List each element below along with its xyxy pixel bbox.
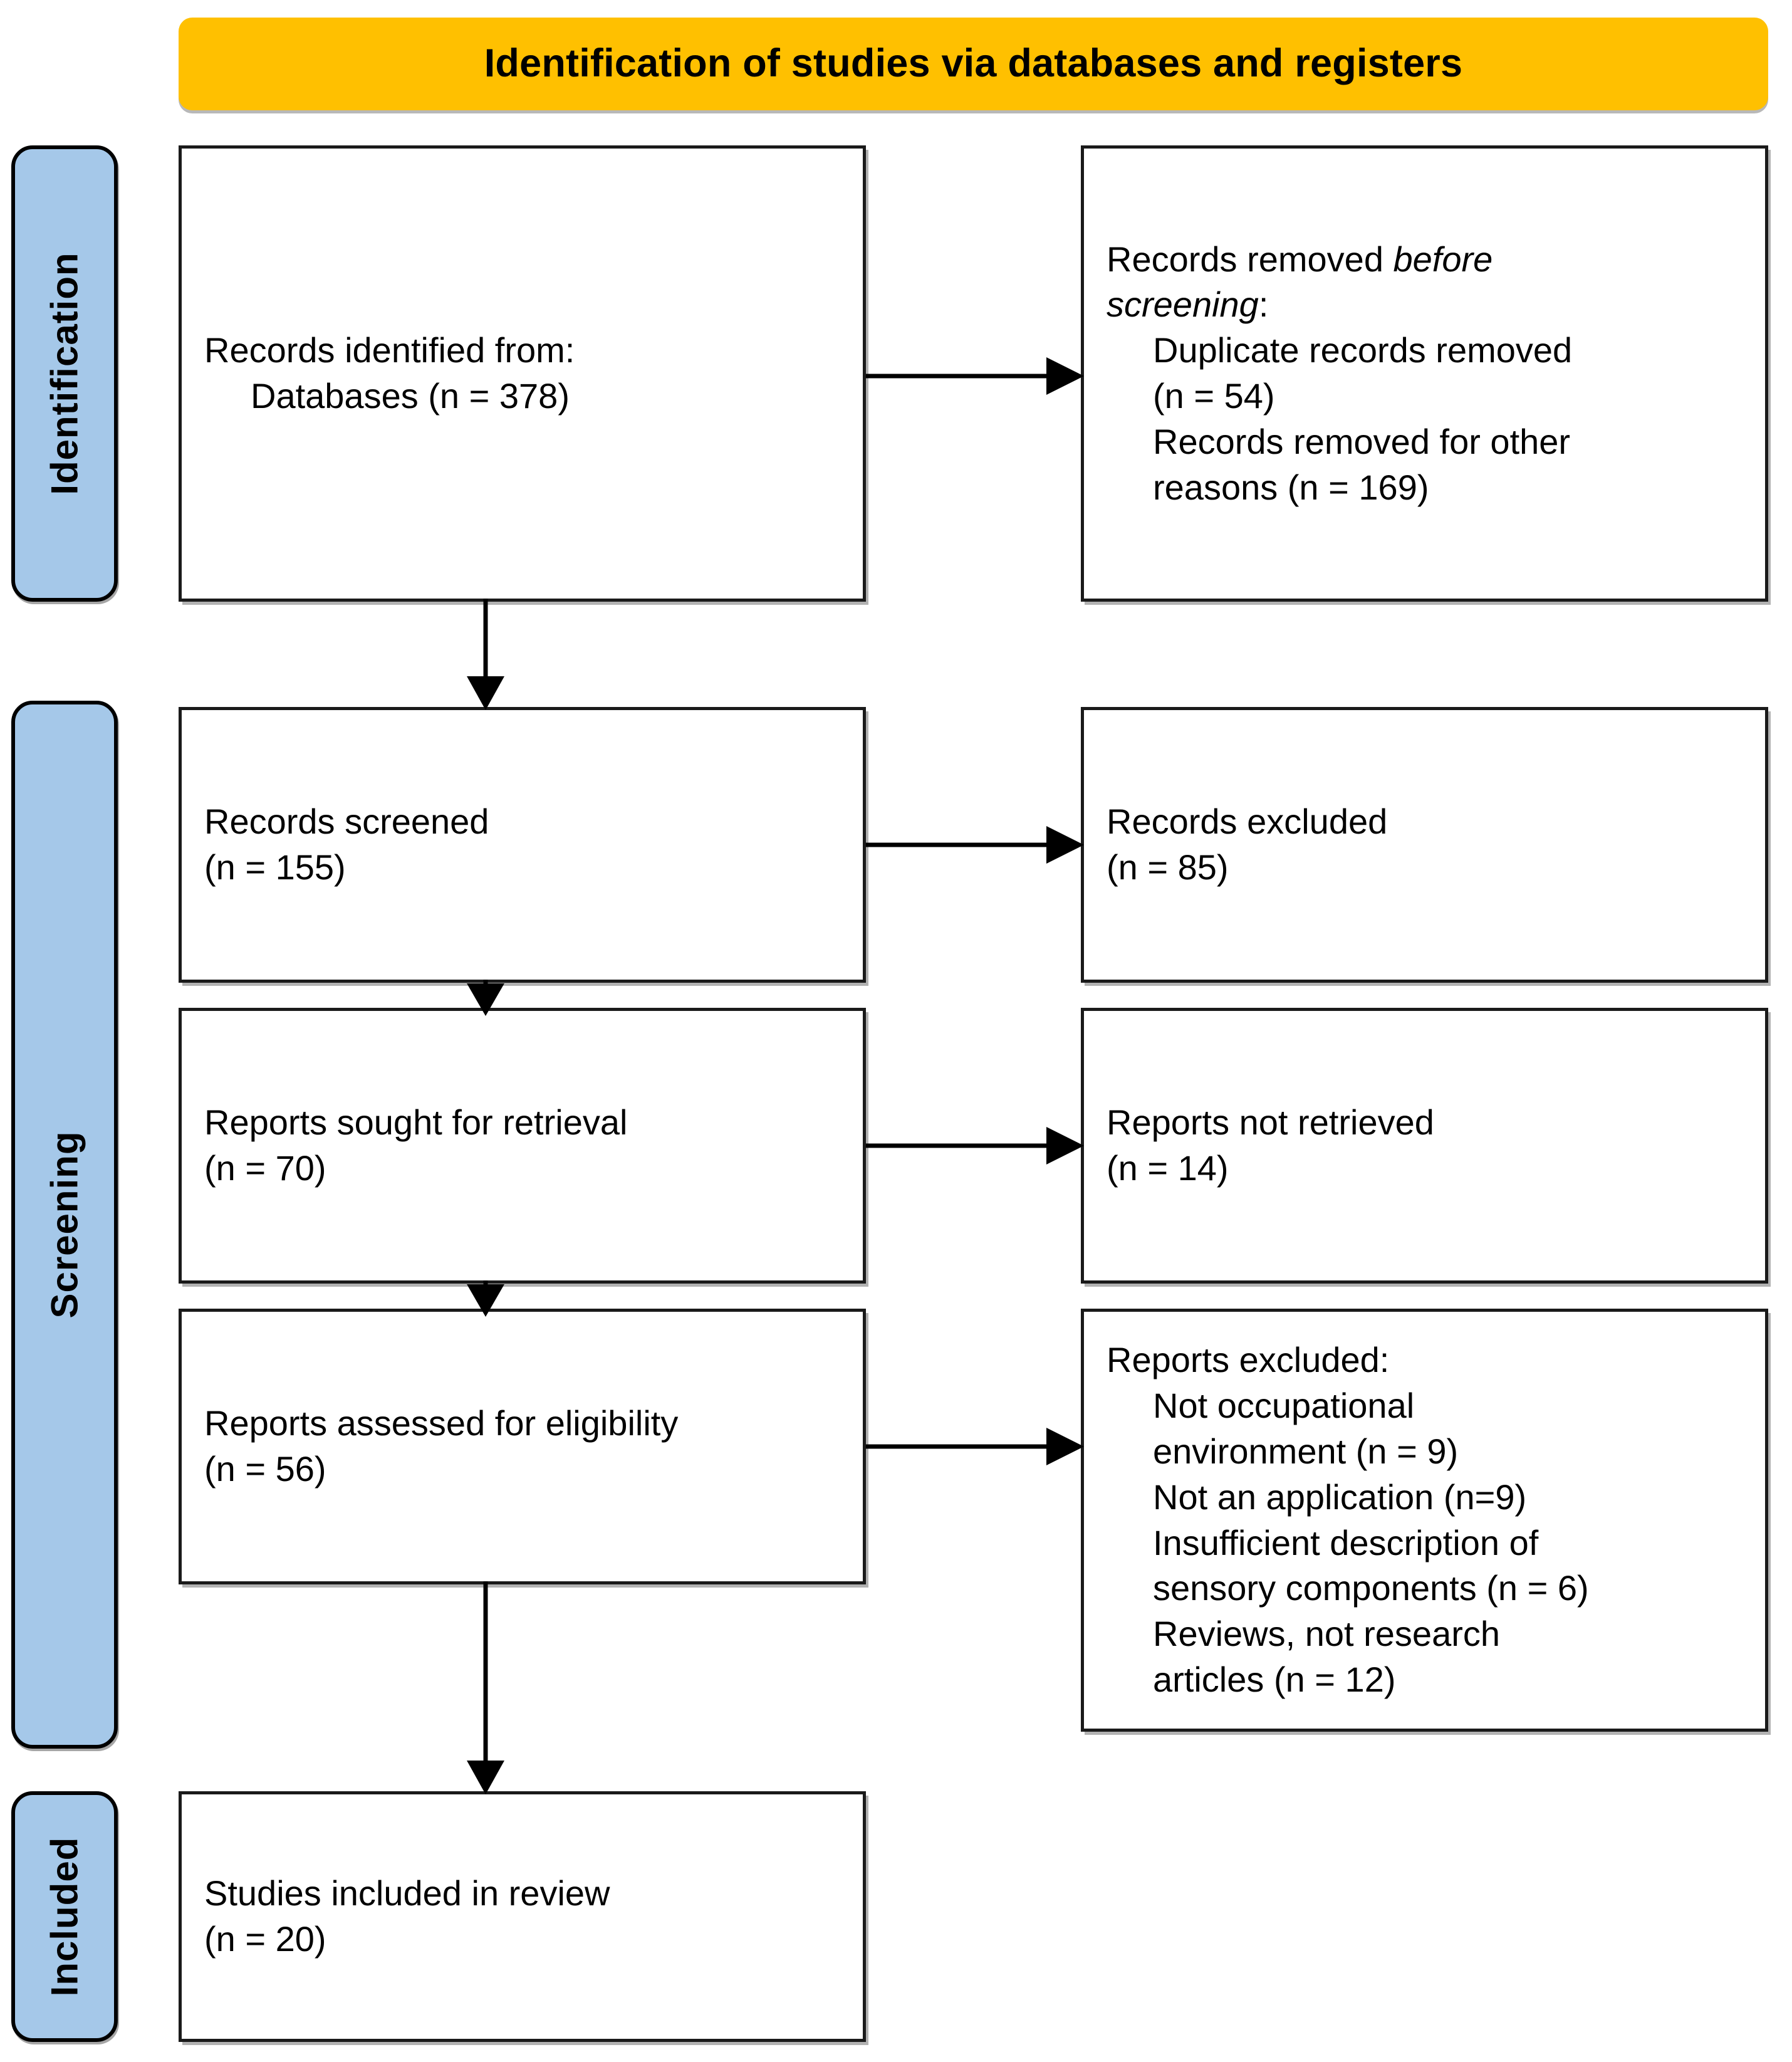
records-removed-other-line2: reasons (n = 169) [1153,467,1429,507]
records-removed-heading-line2: screening: [1107,282,1743,328]
arrow-identified-to-screened [461,599,511,710]
reports-excluded-item4-line1: Reviews, not research [1153,1614,1501,1654]
records-identified-line1: Records identified from: [204,330,575,370]
box-records-identified: Records identified from: Databases (n = … [179,145,866,602]
stage-label-identification: Identification [43,252,86,495]
box-reports-not-retrieved: Reports not retrieved (n = 14) [1081,1008,1768,1284]
reports-excluded-item1-line2: environment (n = 9) [1153,1431,1459,1471]
reports-assessed-line1: Reports assessed for eligibility [204,1403,679,1443]
records-removed-colon: : [1258,285,1269,325]
reports-excluded-item2: Not an application (n=9) [1153,1477,1527,1517]
box-studies-included-in-review: Studies included in review (n = 20) [179,1791,866,2042]
reports-not-retrieved-line1: Reports not retrieved [1107,1102,1434,1143]
records-removed-italic-before: before [1393,239,1493,279]
box-records-excluded: Records excluded (n = 85) [1081,707,1768,983]
diagram-title-banner: Identification of studies via databases … [179,18,1768,110]
box-records-removed-before-screening: Records removed before screening: Duplic… [1081,145,1768,602]
reports-not-retrieved-line2: (n = 14) [1107,1148,1229,1188]
box-records-screened: Records screened (n = 155) [179,707,866,983]
duplicate-records-removed-line1: Duplicate records removed [1153,330,1573,370]
reports-excluded-item4-line2: articles (n = 12) [1153,1659,1396,1699]
records-removed-other-line1: Records removed for other [1153,421,1571,461]
records-screened-line2: (n = 155) [204,847,346,887]
arrow-assessed-to-reports-excluded [866,1421,1084,1472]
reports-excluded-item1-line1: Not occupational [1153,1386,1415,1426]
stage-bar-screening: Screening [11,701,118,1749]
arrow-screened-to-excluded [866,820,1084,870]
studies-included-line1: Studies included in review [204,1873,610,1913]
reports-assessed-line2: (n = 56) [204,1449,326,1489]
arrow-sought-to-not-retrieved [866,1121,1084,1171]
records-screened-line1: Records screened [204,802,489,842]
box-reports-excluded: Reports excluded: Not occupational envir… [1081,1309,1768,1732]
arrow-sought-to-assessed [461,1280,511,1317]
reports-sought-line2: (n = 70) [204,1148,326,1188]
stage-bar-included: Included [11,1791,118,2042]
arrow-identified-to-removed [866,351,1084,401]
box-reports-sought-for-retrieval: Reports sought for retrieval (n = 70) [179,1008,866,1284]
records-removed-prefix: Records removed [1107,239,1393,279]
box-reports-assessed-for-eligibility: Reports assessed for eligibility (n = 56… [179,1309,866,1584]
page-title: Identification of studies via databases … [484,41,1463,86]
studies-included-line2: (n = 20) [204,1919,326,1959]
records-excluded-line1: Records excluded [1107,802,1388,842]
arrow-screened-to-sought [461,980,511,1016]
reports-excluded-item3-line1: Insufficient description of [1153,1522,1539,1562]
records-identified-line2: Databases (n = 378) [251,376,570,416]
stage-label-included: Included [43,1836,86,1997]
records-excluded-line2: (n = 85) [1107,847,1229,887]
reports-excluded-heading: Reports excluded: [1107,1340,1390,1380]
records-removed-heading-line1: Records removed before [1107,237,1743,283]
reports-sought-line1: Reports sought for retrieval [204,1102,628,1143]
reports-excluded-item3-line2: sensory components (n = 6) [1153,1568,1589,1608]
duplicate-records-removed-line2: (n = 54) [1153,376,1275,416]
records-removed-italic-screening: screening [1107,285,1259,325]
stage-bar-identification: Identification [11,145,118,602]
stage-label-screening: Screening [43,1131,86,1319]
arrow-assessed-to-studies-included [461,1581,511,1794]
